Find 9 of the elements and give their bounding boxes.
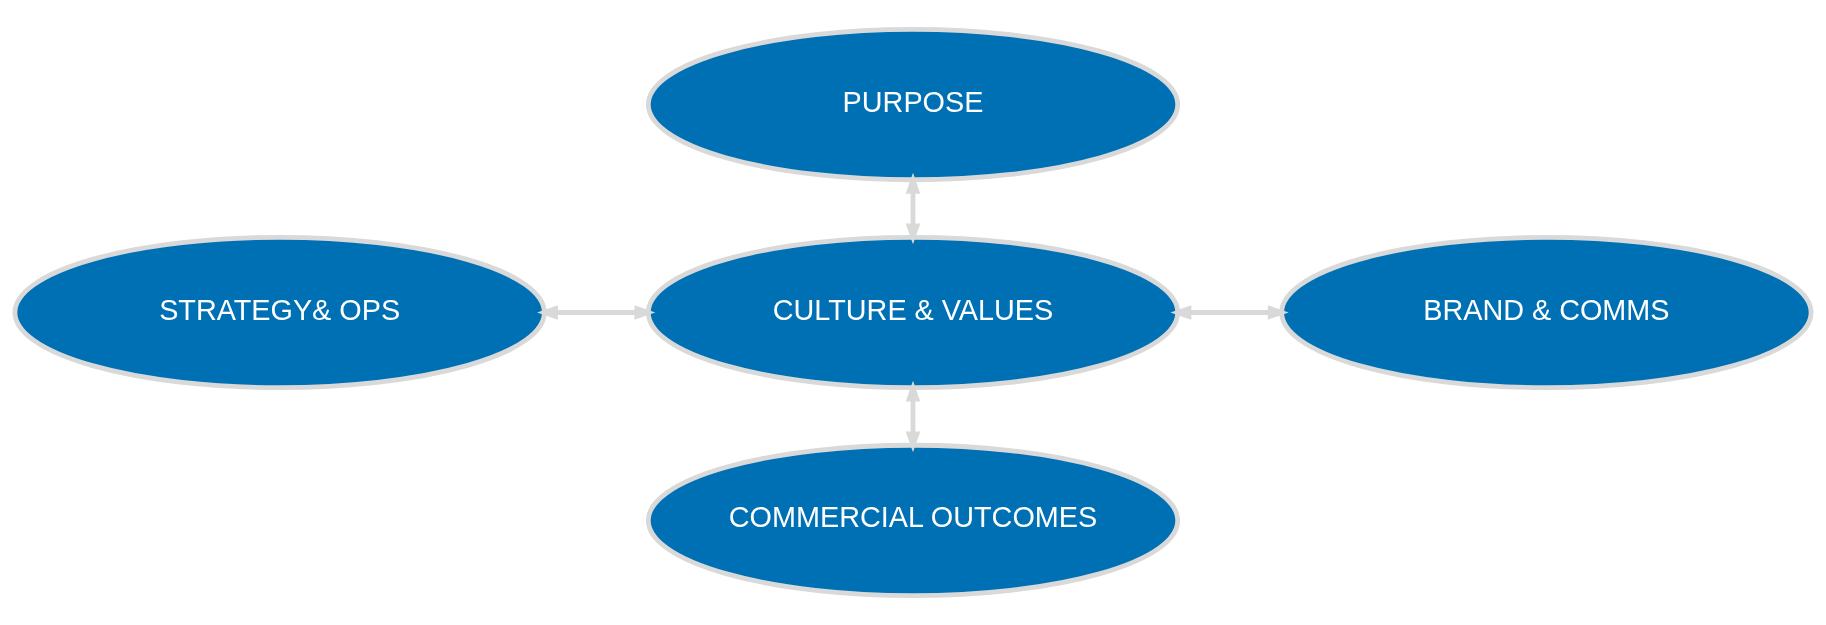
arrow xyxy=(1170,305,1289,320)
node-ellipse: PURPOSE xyxy=(645,27,1181,183)
arrow xyxy=(905,172,921,245)
node-ellipse: BRAND & COMMS xyxy=(1279,234,1814,391)
node-ellipse: CULTURE & VALUES xyxy=(645,234,1181,391)
arrow xyxy=(905,380,921,453)
node-ellipse: COMMERCIAL OUTCOMES xyxy=(645,442,1181,598)
node-ellipse: STRATEGY& OPS xyxy=(12,234,547,391)
arrow xyxy=(537,305,656,320)
